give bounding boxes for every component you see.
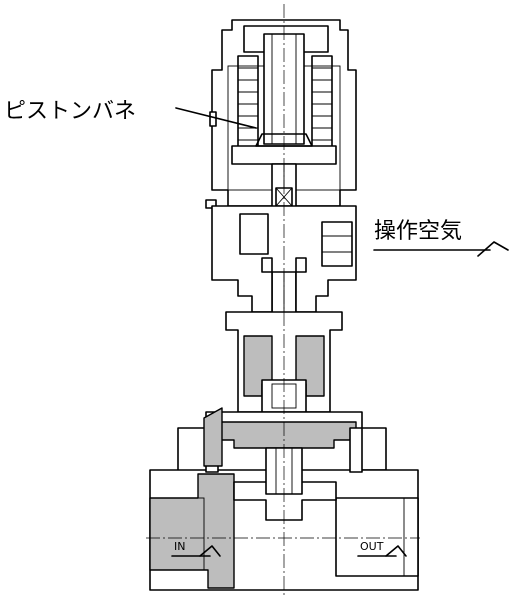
inlet-arrow-icon bbox=[199, 545, 221, 557]
inlet-label: IN bbox=[174, 540, 185, 553]
operating-air-label: 操作空気 bbox=[374, 219, 462, 244]
outlet-arrow-icon bbox=[385, 545, 407, 557]
piston-spring-label: ピストンバネ bbox=[4, 99, 136, 124]
operating-air-arrow-icon bbox=[477, 241, 509, 257]
piston-spring-left bbox=[237, 55, 259, 157]
outlet-callout: OUT bbox=[357, 540, 407, 557]
inlet-callout: IN bbox=[171, 540, 221, 557]
valve-body bbox=[149, 407, 419, 591]
outlet-label: OUT bbox=[360, 540, 384, 553]
piston-spring-leader bbox=[175, 107, 257, 129]
piston-spring-callout: ピストンバネ bbox=[4, 99, 257, 129]
operating-air-callout: 操作空気 bbox=[373, 219, 509, 257]
